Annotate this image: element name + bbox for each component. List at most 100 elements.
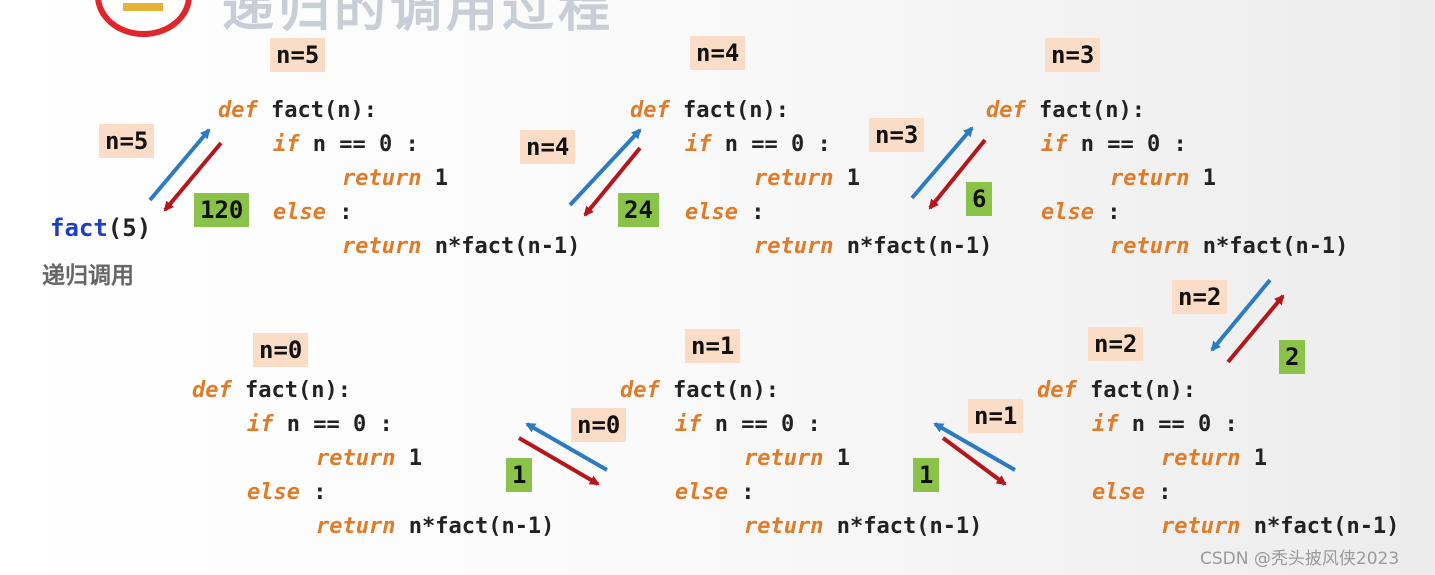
code-line: if n == 0 : [986,128,1348,162]
code-keyword: if [273,132,300,157]
code-keyword: return [1110,166,1190,191]
code-keyword: else [675,480,728,505]
code-text: : [299,480,327,505]
return-value-badge: 2 [1279,340,1306,374]
code-keyword: def [620,378,660,403]
code-text: n*fact(n-1) [1240,514,1400,539]
code-text: : [1144,480,1172,505]
code-line: def fact(n): [620,374,982,408]
return-arrow [517,436,600,486]
code-keyword: if [1041,132,1068,157]
code-text: 1 [1189,166,1216,191]
code-text: fact(n): [669,98,789,123]
code-text: n*fact(n-1) [421,234,581,259]
code-line: if n == 0 : [192,408,554,442]
code-line: else : [630,196,992,230]
code-text: : [325,200,353,225]
code-keyword: else [247,480,300,505]
code-text: n == 0 : [299,132,419,157]
page-title: 递归的调用过程 [222,0,615,39]
call-function-name: fact [50,214,108,242]
code-keyword: return [342,166,422,191]
frame-label: n=4 [690,36,746,70]
code-line: return 1 [630,162,992,196]
code-line: return 1 [1037,442,1399,476]
code-line: return n*fact(n-1) [218,230,580,264]
call-arrow [525,422,608,472]
code-text: fact(n): [1076,378,1196,403]
code-text: : [727,480,755,505]
call-arrow [910,126,974,200]
code-keyword: if [247,412,274,437]
code-line: else : [1037,476,1399,510]
call-arrow [933,422,1016,472]
code-text: n == 0 : [1067,132,1187,157]
code-text: 1 [395,446,422,471]
call-arg-label: n=0 [571,408,627,442]
code-keyword: return [1110,234,1190,259]
frame-label: n=0 [253,333,309,367]
code-keyword: def [630,98,670,123]
code-text: 1 [833,166,860,191]
code-keyword: return [316,514,396,539]
call-arrow [1210,278,1272,352]
code-line: return 1 [192,442,554,476]
code-text: fact(n): [257,98,377,123]
code-line: def fact(n): [218,94,580,128]
code-line: if n == 0 : [218,128,580,162]
code-keyword: else [1041,200,1094,225]
code-text: : [1093,200,1121,225]
code-keyword: if [1092,412,1119,437]
code-keyword: if [685,132,712,157]
call-argument: (5) [107,214,152,242]
code-line: def fact(n): [630,94,992,128]
return-arrow [163,141,223,212]
code-line: if n == 0 : [1037,408,1399,442]
call-arg-label: n=3 [869,118,925,152]
code-text: fact(n): [659,378,779,403]
code-text: n*fact(n-1) [823,514,983,539]
return-arrow [1226,294,1285,364]
code-text: n == 0 : [711,132,831,157]
code-line: else : [620,476,982,510]
call-caption: 递归调用 [42,263,134,289]
return-value-badge: 6 [966,182,993,216]
code-line: return n*fact(n-1) [986,230,1348,264]
code-text: n*fact(n-1) [833,234,993,259]
code-line: return 1 [986,162,1348,196]
code-keyword: else [1092,480,1145,505]
code-line: return n*fact(n-1) [620,510,982,544]
code-line: def fact(n): [192,374,554,408]
code-keyword: else [685,200,738,225]
code-keyword: def [218,98,258,123]
code-keyword: return [342,234,422,259]
return-arrow [928,138,987,210]
code-line: def fact(n): [986,94,1348,128]
return-value-badge: 1 [506,458,533,492]
frame-label: n=5 [270,38,326,72]
code-text: 1 [421,166,448,191]
code-line: return 1 [218,162,580,196]
return-value-badge: 120 [194,193,250,227]
code-line: return n*fact(n-1) [192,510,554,544]
code-text: fact(n): [231,378,351,403]
code-keyword: return [744,514,824,539]
code-line: return n*fact(n-1) [1037,510,1399,544]
initial-call: fact(5) [50,214,151,242]
code-line: else : [986,196,1348,230]
code-text: n*fact(n-1) [1189,234,1349,259]
call-arg-label: n=5 [99,124,155,158]
code-line: return 1 [620,442,982,476]
code-keyword: return [744,446,824,471]
frame-label: n=1 [685,329,741,363]
code-text: n == 0 : [701,412,821,437]
frame-label: n=3 [1045,38,1101,72]
return-arrow [583,146,642,217]
call-arg-label: n=2 [1172,280,1228,314]
code-keyword: return [1161,446,1241,471]
